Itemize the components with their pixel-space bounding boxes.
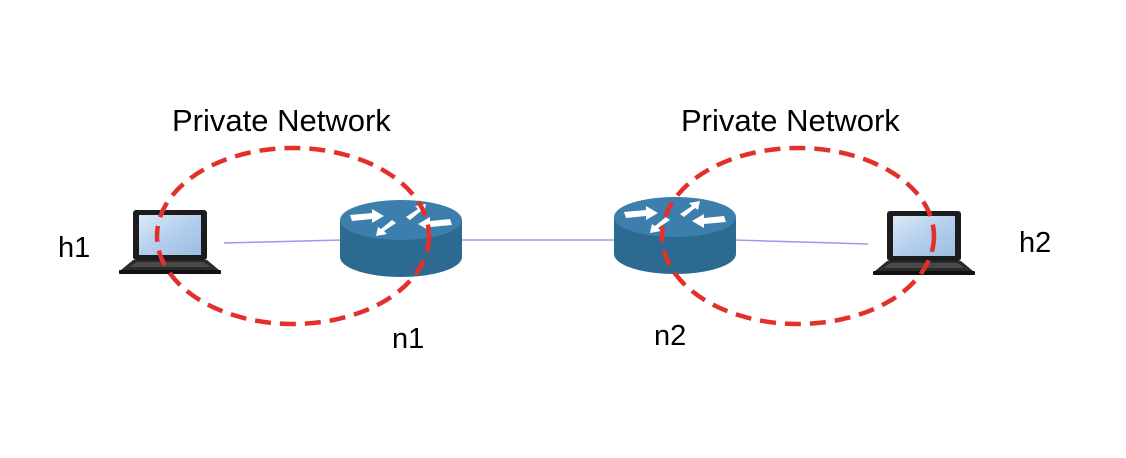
- router-icon[interactable]: [614, 197, 736, 274]
- router-label: n2: [654, 320, 686, 352]
- network-label: Private Network: [681, 103, 900, 138]
- link-h1-n1: [223, 239, 343, 244]
- laptop-icon[interactable]: [119, 210, 221, 274]
- private-network-boundary: [659, 145, 937, 327]
- host-label: h2: [1019, 227, 1051, 259]
- link-n2-h2: [733, 239, 869, 245]
- network-boundaries: [154, 145, 937, 327]
- router-icon[interactable]: [340, 200, 462, 277]
- links: [223, 239, 869, 245]
- private-network-boundary: [154, 145, 432, 327]
- router-label: n1: [392, 323, 424, 355]
- network-label: Private Network: [172, 103, 391, 138]
- host-label: h1: [58, 232, 90, 264]
